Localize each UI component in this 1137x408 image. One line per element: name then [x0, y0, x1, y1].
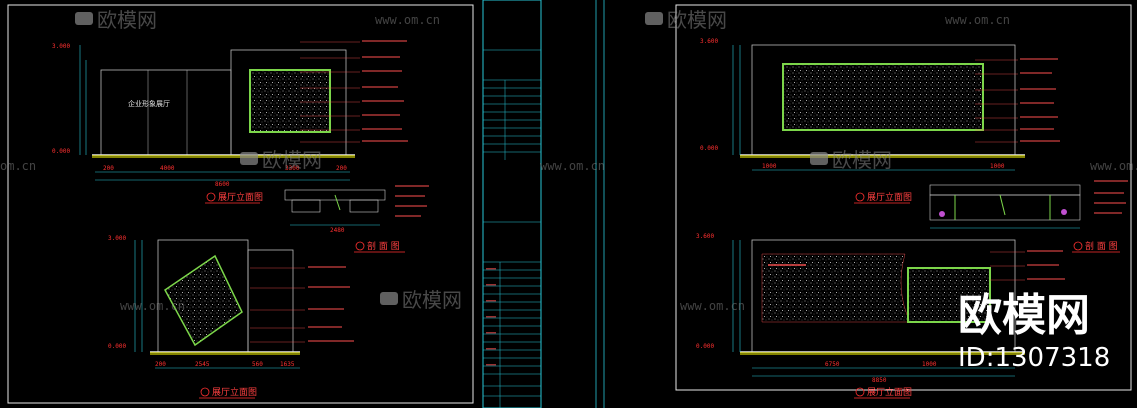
dim-b-4: 1635: [280, 361, 295, 368]
dim-b-2: 2545: [195, 361, 210, 368]
dim-a-3: 3300: [285, 165, 300, 172]
watermark-url-6: www.om.cn: [120, 299, 185, 313]
section-left: 2480 剖 面 图: [284, 185, 429, 253]
elevation-d-title: 展厅立面图: [867, 386, 912, 398]
watermark-url-2: www.om.cn: [945, 13, 1010, 27]
elevation-b-stone-panel: [164, 254, 243, 347]
title-block: [482, 0, 605, 408]
elevation-a: 企业形象展厅 3.000 0.000 200 4000 3300 200 860…: [52, 40, 408, 204]
level-top-a: 3.000: [52, 43, 70, 50]
level-bottom-a: 0.000: [52, 148, 70, 155]
watermark-url-5: www.om.cn: [1090, 159, 1137, 173]
sofa-logo-icon: [380, 292, 398, 305]
elevation-c: 3.600 0.000 1000 1000 展厅立面图: [700, 38, 1060, 204]
watermark-url-4: www.om.cn: [540, 159, 605, 173]
elevation-a-stone-panel: [249, 69, 331, 133]
elevation-d-display-panel: [907, 267, 991, 323]
watermark-brand-5: 欧模网: [402, 288, 462, 312]
dim-c-1: 1000: [762, 163, 777, 170]
watermark-url-7: www.om.cn: [680, 299, 745, 313]
dim-a-total: 8600: [215, 181, 230, 188]
level-top-d: 3.600: [696, 233, 714, 240]
level-top-b: 3.000: [108, 235, 126, 242]
dim-section: 2480: [330, 227, 345, 234]
dim-c-2: 1000: [990, 163, 1005, 170]
right-sheet: 3.600 0.000 1000 1000 展厅立面图: [675, 4, 1132, 399]
watermark-brand-4: 欧模网: [832, 148, 892, 172]
left-sheet-border: [7, 4, 474, 404]
sofa-logo-icon: [645, 12, 663, 25]
elevation-c-title: 展厅立面图: [867, 191, 912, 203]
dim-a-2: 4000: [160, 165, 175, 172]
sofa-logo-icon: [810, 152, 828, 165]
watermark-url-1: www.om.cn: [375, 13, 440, 27]
corner-logo-brand: 欧模网: [958, 290, 1090, 341]
room-label: 企业形象展厅: [128, 99, 170, 108]
elevation-a-title: 展厅立面图: [218, 191, 263, 203]
section-title-2: 剖 面 图: [1085, 240, 1118, 252]
level-bottom-c: 0.000: [700, 145, 718, 152]
watermark-url-3: om.cn: [0, 159, 36, 173]
elevation-a-wall: [100, 69, 232, 156]
corner-logo: 欧模网 ID:1307318: [958, 290, 1110, 373]
elevation-b: 3.000 0.000 200 2545 560 1635 展厅立面图: [108, 235, 354, 399]
dim-d-2: 1000: [922, 361, 937, 368]
watermarks: 欧模网 www.om.cn 欧模网 www.om.cn 欧模网 om.cn ww…: [0, 8, 1137, 313]
section-right: 剖 面 图: [929, 180, 1128, 253]
sofa-logo-icon: [240, 152, 258, 165]
elevation-d: 3.600 0.000 6750 1000 8850 展厅立面图: [696, 233, 1065, 399]
dim-d-total: 8850: [872, 377, 887, 384]
watermark-brand-2: 欧模网: [667, 8, 727, 32]
watermark-brand-1: 欧模网: [97, 8, 157, 32]
left-sheet: 企业形象展厅 3.000 0.000 200 4000 3300 200 860…: [7, 4, 474, 404]
dim-b-1: 200: [155, 361, 166, 368]
elevation-c-stone-panel: [782, 63, 984, 131]
dim-a-1: 200: [103, 165, 114, 172]
watermark-brand-3: 欧模网: [262, 148, 322, 172]
level-bottom-d: 0.000: [696, 343, 714, 350]
dim-d-1: 6750: [825, 361, 840, 368]
section-title: 剖 面 图: [367, 240, 400, 252]
level-bottom-b: 0.000: [108, 343, 126, 350]
corner-logo-id: ID:1307318: [958, 343, 1110, 373]
dim-b-3: 560: [252, 361, 263, 368]
dim-a-4: 200: [336, 165, 347, 172]
elevation-b-title: 展厅立面图: [212, 386, 257, 398]
sofa-logo-icon: [75, 12, 93, 25]
level-top-c: 3.600: [700, 38, 718, 45]
right-sheet-border: [675, 4, 1132, 391]
